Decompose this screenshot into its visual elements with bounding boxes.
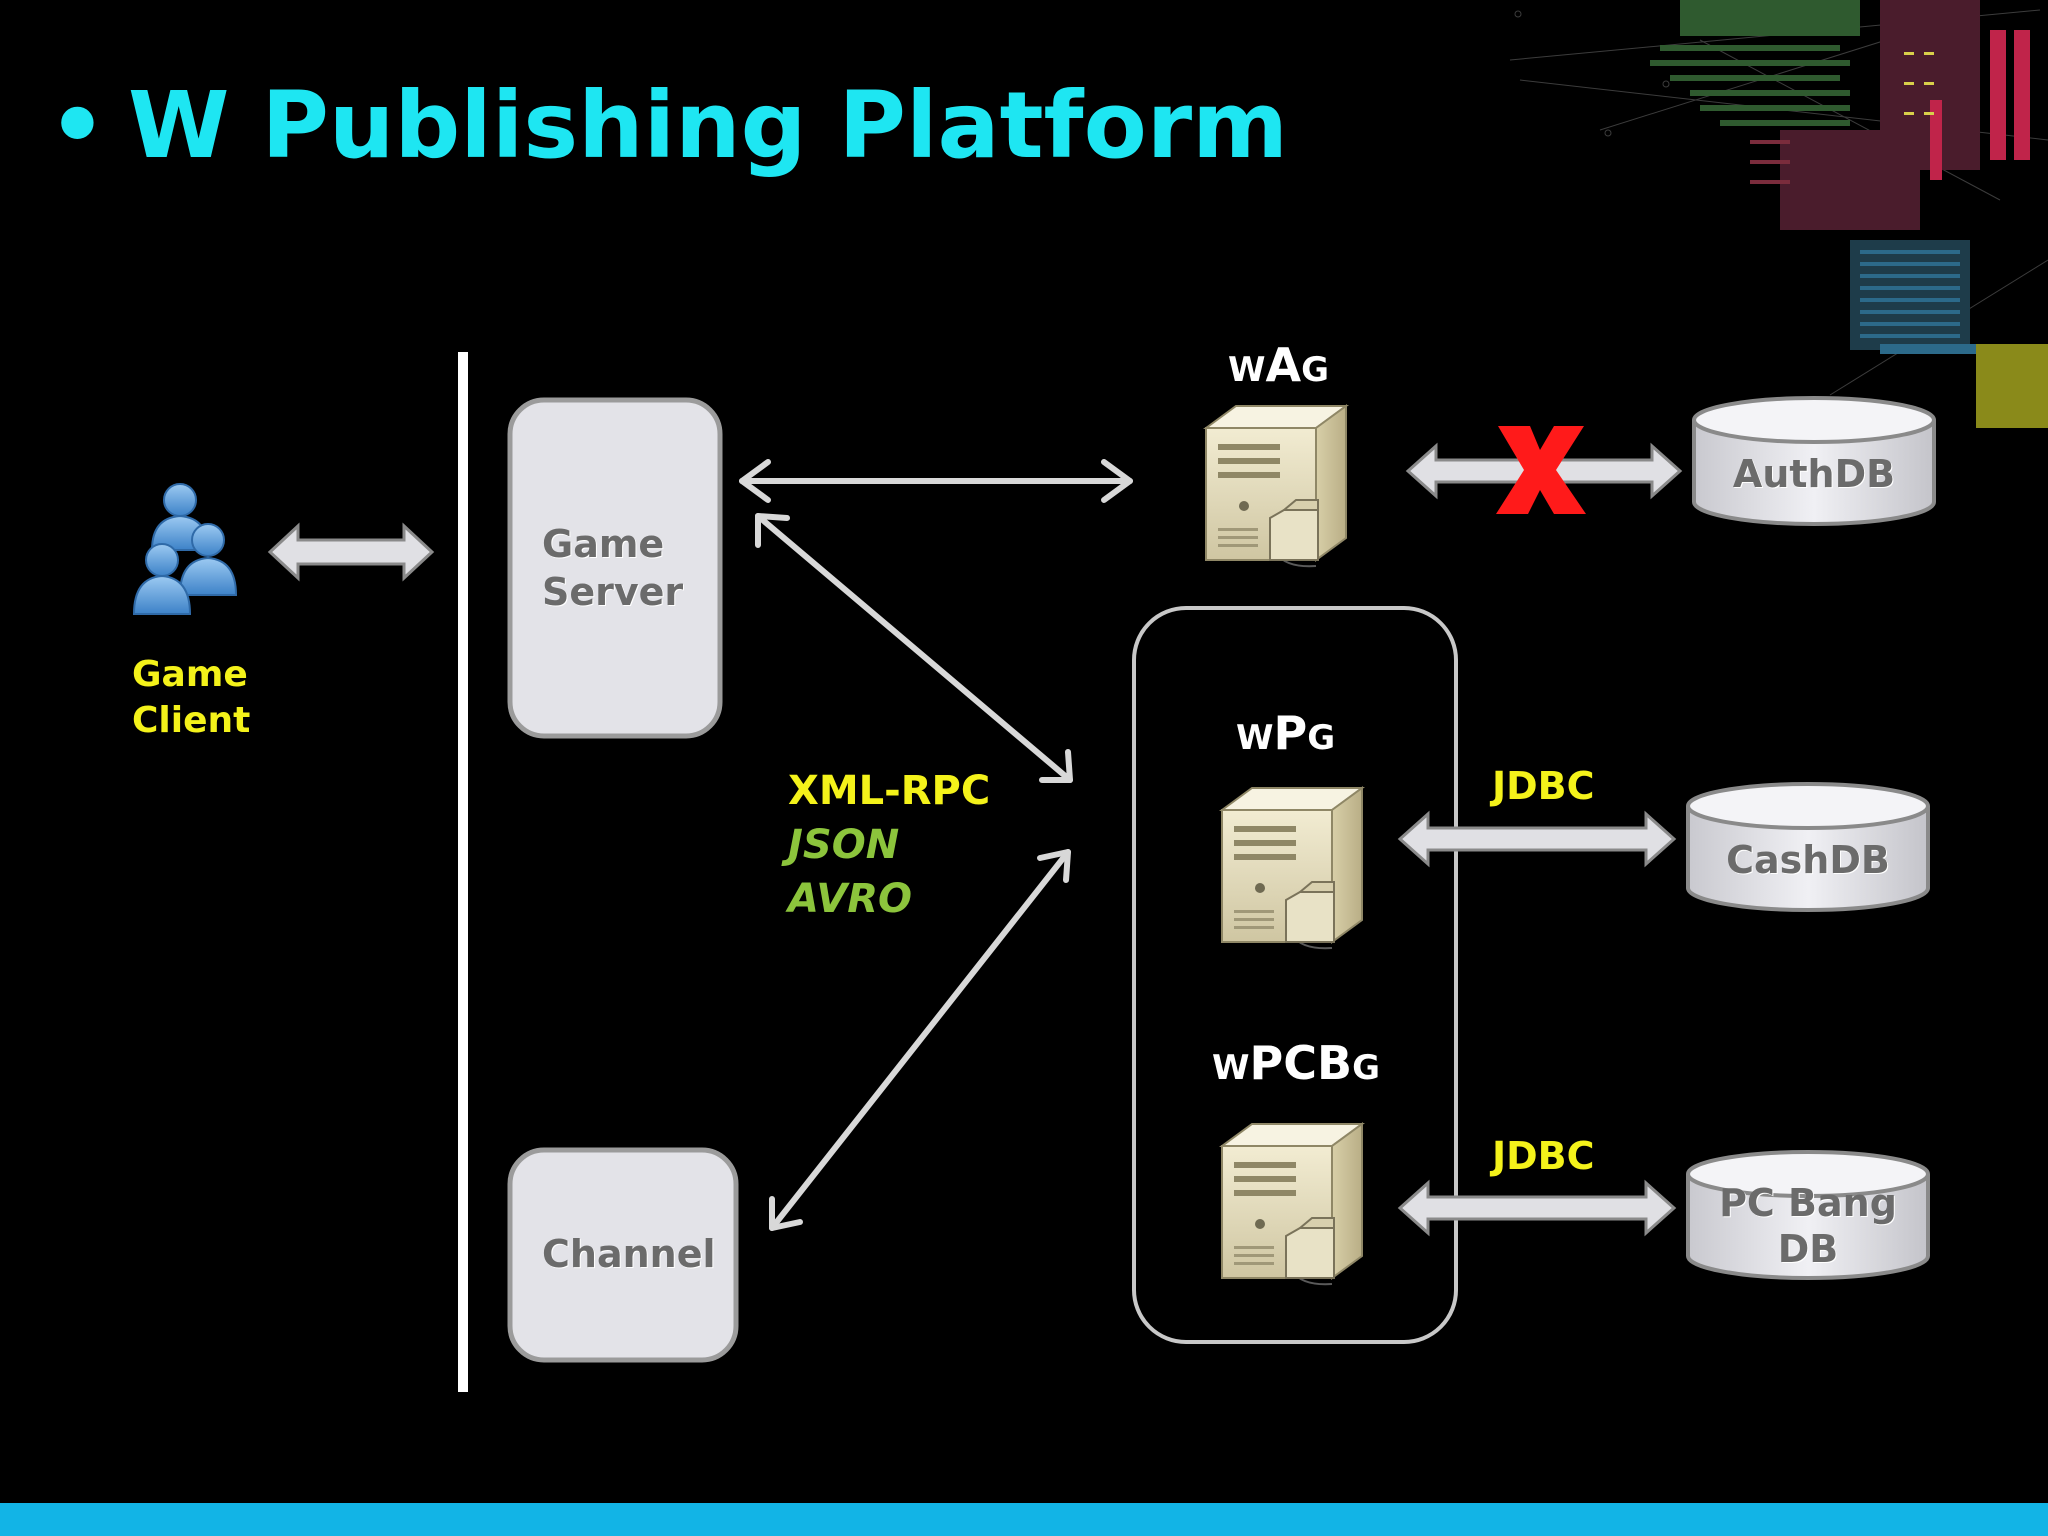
bottom-bar xyxy=(0,1503,2048,1536)
server-icon xyxy=(1221,1123,1363,1286)
database-icon xyxy=(1686,782,1930,912)
wag-label: WAG xyxy=(1228,338,1330,392)
game-server-box xyxy=(507,397,723,739)
database-icon xyxy=(1686,1150,1930,1280)
game-server-label: Game Server xyxy=(542,522,684,614)
cross-icon xyxy=(1496,426,1586,514)
channel-box xyxy=(507,1147,739,1363)
server-payment-arrow xyxy=(755,513,1073,783)
server-icon xyxy=(1221,787,1363,950)
game-client-label: Game Client xyxy=(132,654,251,741)
wpcbg-label: WPCBG xyxy=(1212,1036,1380,1090)
bullet-icon: • xyxy=(48,72,107,179)
cashdb-label: CashDB xyxy=(1726,838,1890,882)
wpg-label: WPG xyxy=(1236,706,1336,760)
database-icon xyxy=(1692,396,1936,526)
authdb-label: AuthDB xyxy=(1732,452,1896,496)
server-wag-arrow xyxy=(739,459,1133,503)
pcbangdb-label: PC Bang DB xyxy=(1719,1181,1897,1271)
channel-label: Channel xyxy=(542,1232,716,1276)
protocol-list: XML-RPC JSON AVRO xyxy=(788,768,991,922)
decorative-pattern xyxy=(1509,0,2048,428)
payment-group-box xyxy=(1132,606,1458,1344)
server-icon xyxy=(1205,405,1347,568)
jdbc-pcbang-label: JDBC xyxy=(1492,1134,1595,1178)
users-icon xyxy=(132,483,238,615)
page-title: •W Publishing Platform xyxy=(48,72,1289,179)
wpcbg-pcbangdb-double-arrow xyxy=(1397,1179,1677,1237)
jdbc-cash-label: JDBC xyxy=(1492,764,1595,808)
wpg-cashdb-double-arrow xyxy=(1397,810,1677,868)
channel-payment-arrow xyxy=(769,849,1071,1231)
client-server-double-arrow xyxy=(267,522,435,582)
